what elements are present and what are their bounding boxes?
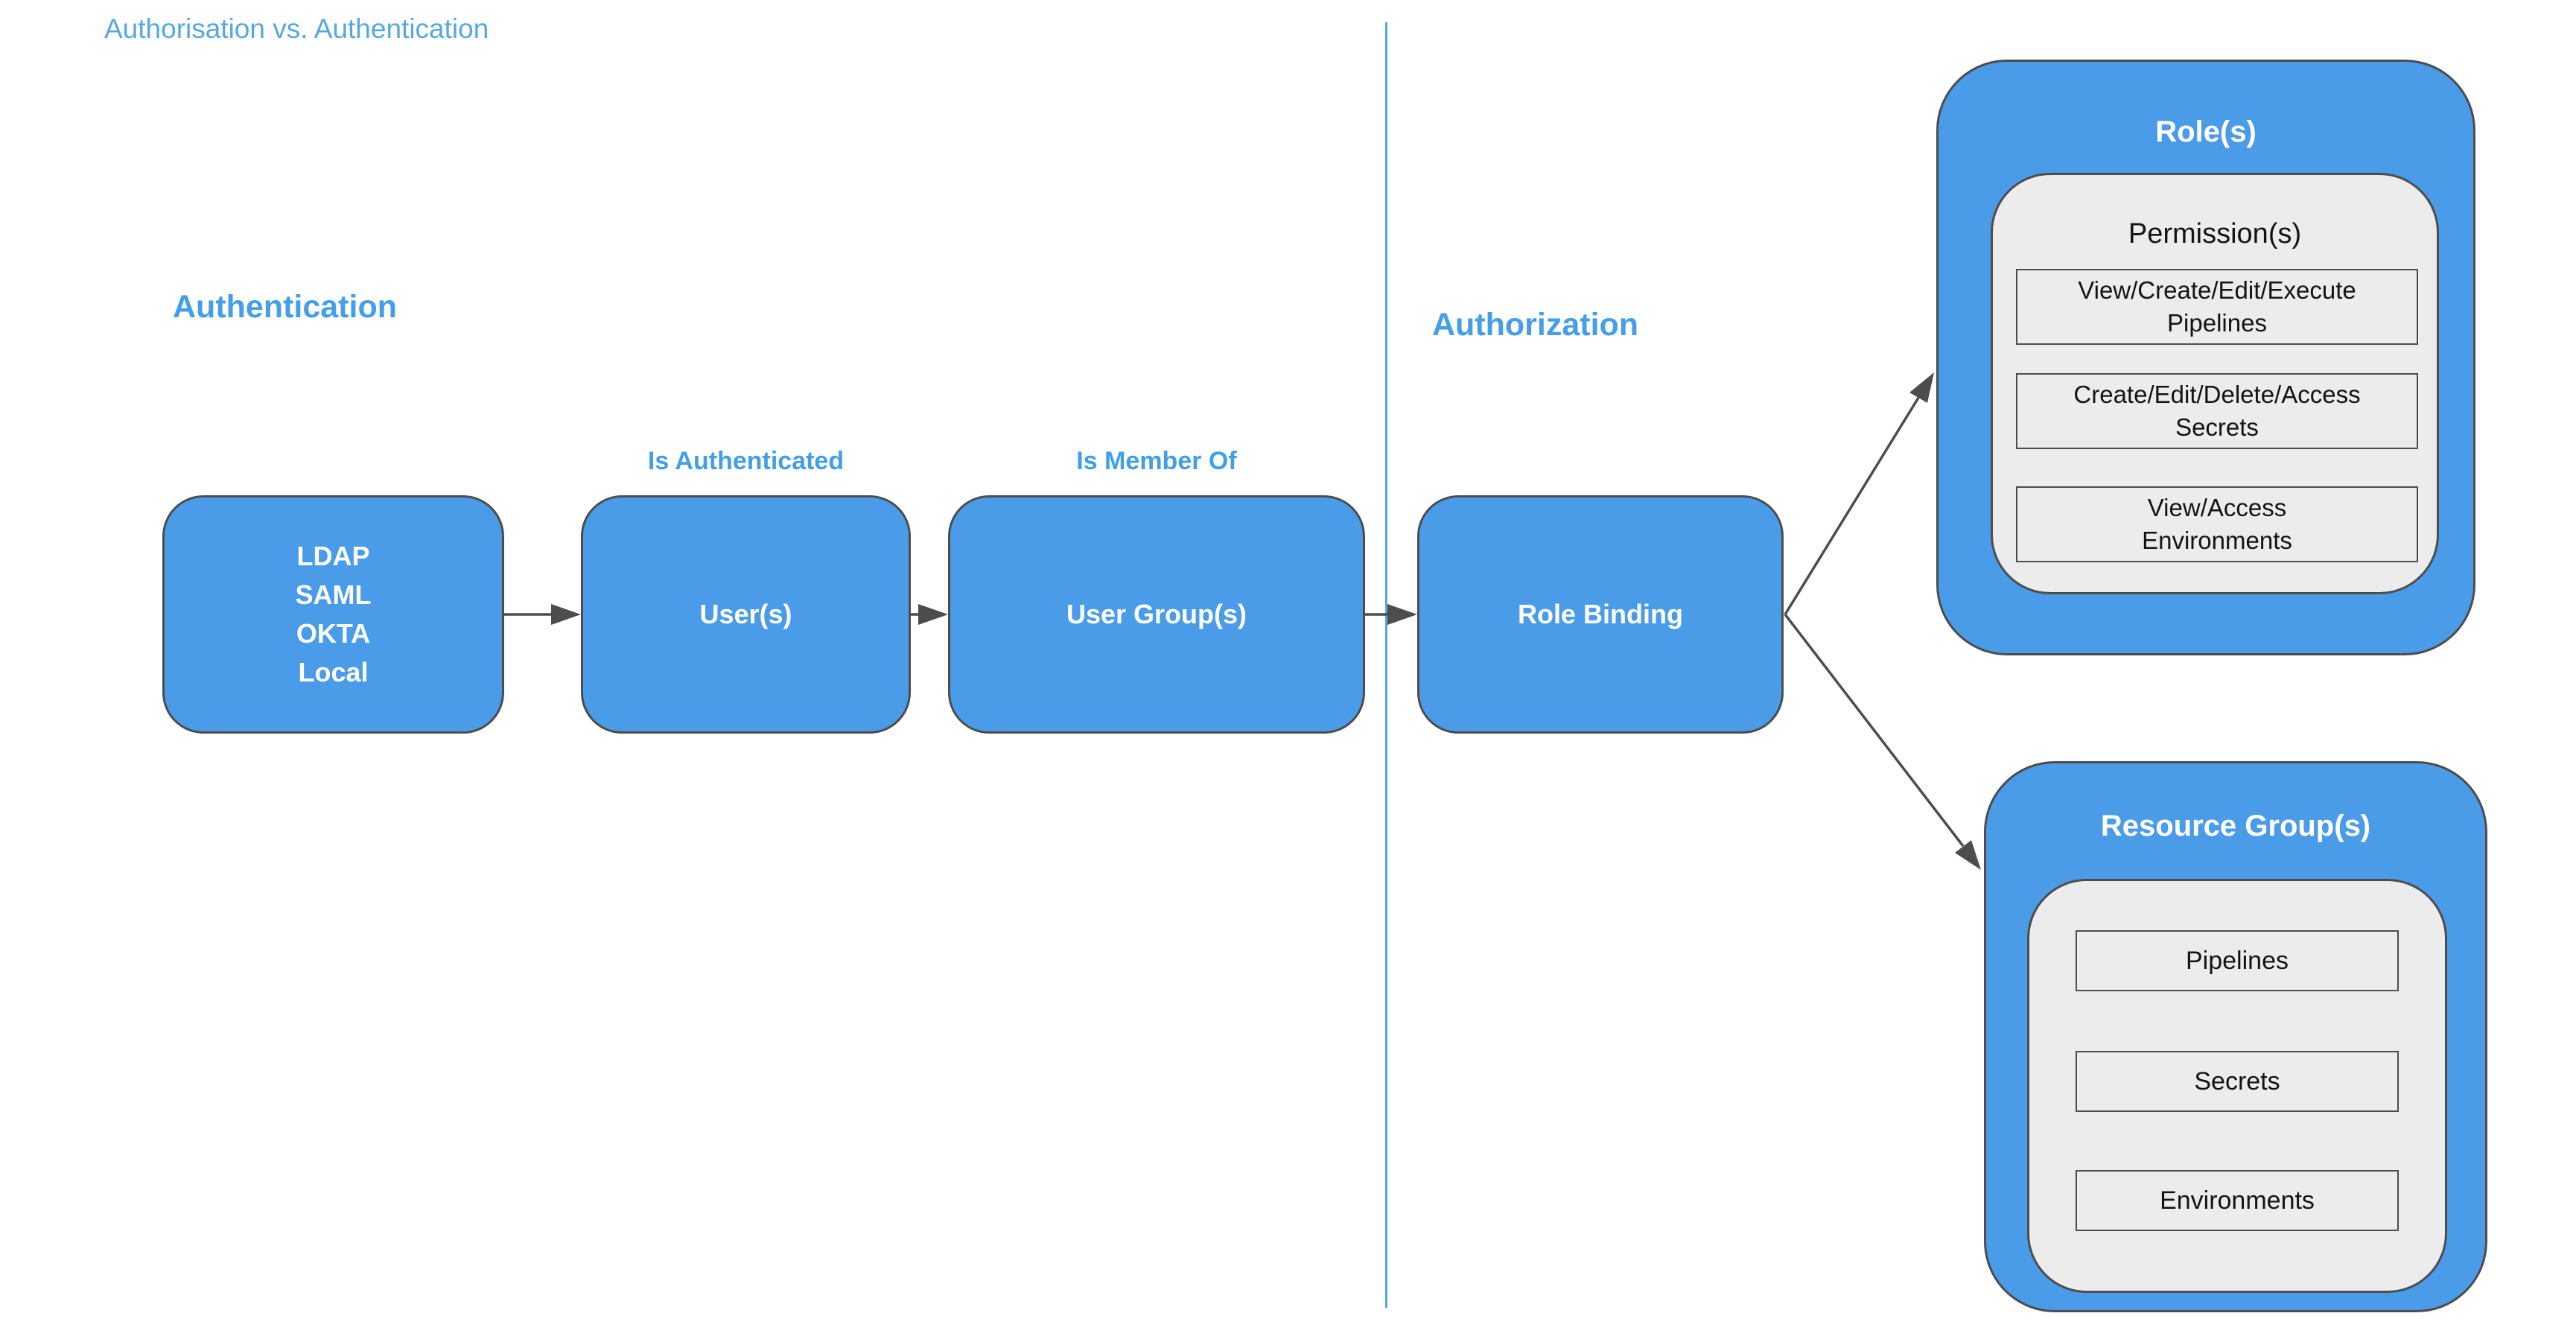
resource-groups-panel: Pipelines Secrets Environments [2027, 879, 2447, 1293]
page-title: Authorisation vs. Authentication [104, 13, 489, 44]
resource-item: Environments [2076, 1170, 2399, 1231]
idp-line: SAML [295, 579, 372, 610]
authorization-heading: Authorization [1432, 307, 1639, 343]
permission-item: View/Access Environments [2016, 486, 2418, 562]
permission-item-line: Pipelines [2167, 309, 2267, 337]
permission-item-line: Environments [2142, 527, 2292, 554]
resource-groups-title: Resource Group(s) [2100, 810, 2371, 842]
section-divider [1385, 22, 1387, 1308]
permissions-title: Permission(s) [2128, 218, 2302, 250]
resource-item: Pipelines [2076, 930, 2399, 991]
idp-line: LDAP [296, 540, 370, 571]
node-users: User(s) [581, 495, 911, 734]
arrow-users-to-user-groups [911, 604, 948, 625]
permission-item-line: Create/Edit/Delete/Access [2073, 381, 2361, 409]
node-roles: Role(s) Permission(s) View/Create/Edit/E… [1936, 60, 2475, 655]
permission-item-line: Secrets [2175, 413, 2259, 441]
permission-item: Create/Edit/Delete/Access Secrets [2016, 373, 2418, 449]
edge-label-is-member-of: Is Member Of [1076, 447, 1237, 475]
arrow-role-binding-to-roles [1784, 372, 1934, 615]
resource-item: Secrets [2076, 1051, 2399, 1112]
arrow-role-binding-to-resource-groups [1784, 613, 1981, 870]
roles-title: Role(s) [2155, 115, 2257, 148]
node-role-binding: Role Binding [1417, 495, 1784, 734]
idp-line: Local [298, 657, 369, 688]
arrow-user-groups-to-role-binding [1365, 604, 1417, 625]
permissions-panel: Permission(s) View/Create/Edit/Execute P… [1991, 173, 2439, 594]
node-user-groups: User Group(s) [948, 495, 1365, 734]
idp-line: OKTA [296, 618, 371, 649]
permission-item-line: View/Create/Edit/Execute [2078, 276, 2356, 305]
node-identity-providers: LDAP SAML OKTA Local [162, 495, 504, 734]
node-resource-groups: Resource Group(s) Pipelines Secrets Envi… [1984, 761, 2487, 1312]
edge-label-is-authenticated: Is Authenticated [647, 447, 845, 475]
authentication-heading: Authentication [173, 289, 397, 325]
permission-item: View/Create/Edit/Execute Pipelines [2016, 269, 2418, 345]
permission-item-line: View/Access [2147, 494, 2287, 522]
arrow-idp-to-users [504, 604, 581, 625]
